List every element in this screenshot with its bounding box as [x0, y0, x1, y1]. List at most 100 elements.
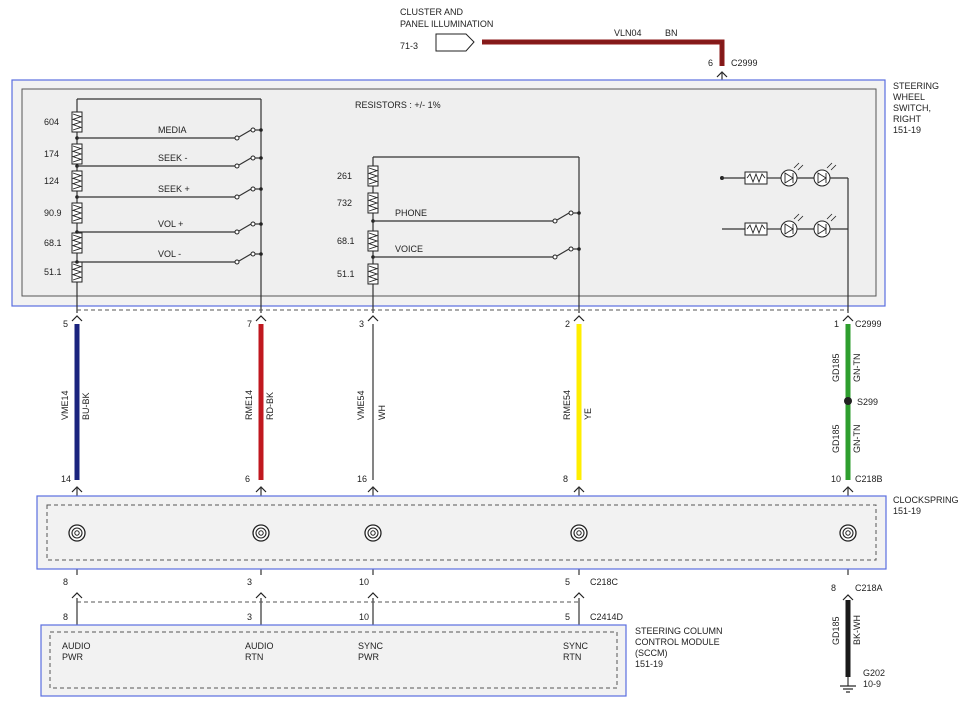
- wire-circuit: VME54: [356, 390, 366, 420]
- clockspring-coil-icon: [570, 524, 588, 542]
- ground-conn-c218a: C218A: [855, 583, 883, 593]
- wire-circuit: VME14: [60, 390, 70, 420]
- switch-module-label-3: SWITCH,: [893, 103, 931, 113]
- source-connector-icon: [435, 33, 475, 52]
- right-switch-label: PHONE: [395, 208, 427, 218]
- wire-color-code: RD-BK: [265, 392, 275, 420]
- switch-label: VOL +: [158, 219, 183, 229]
- switch-label: SEEK +: [158, 184, 190, 194]
- sccm-pin-label-2: PWR: [62, 652, 83, 662]
- pin-clock: 14: [61, 474, 71, 484]
- sccm-label-2: CONTROL MODULE: [635, 637, 720, 647]
- sccm-pin-label-2: PWR: [358, 652, 379, 662]
- sccm-pin-label-1: SYNC: [358, 641, 384, 651]
- switch-label: MEDIA: [158, 125, 187, 135]
- ground-pin-clock: 10: [831, 474, 841, 484]
- switch-module-label-4: RIGHT: [893, 114, 922, 124]
- clockspring-coils: [68, 524, 857, 542]
- switch-module-inner: [21, 88, 877, 297]
- ground-circuit-c: GD185: [831, 616, 841, 645]
- ground-label: G202: [863, 668, 885, 678]
- resistors-note: RESISTORS : +/- 1%: [355, 100, 441, 110]
- left-resistor-value: 90.9: [44, 208, 62, 218]
- left-resistor-value: 51.1: [44, 267, 62, 277]
- pin-top: 5: [63, 319, 68, 329]
- sccm-pin-label-2: RTN: [245, 652, 263, 662]
- switch-0: [77, 127, 263, 141]
- sccm-pin-label-2: RTN: [563, 652, 581, 662]
- switch-3: [77, 221, 263, 235]
- pin-clock: 8: [563, 474, 568, 484]
- clockspring-coil-icon: [364, 524, 382, 542]
- pin-top: 2: [565, 319, 570, 329]
- switch-module-label-2: WHEEL: [893, 92, 925, 102]
- wire-color-code: YE: [583, 408, 593, 420]
- left-resistor-value: 604: [44, 117, 59, 127]
- ground-pin-top: 1: [834, 319, 839, 329]
- ground-ref: 10-9: [863, 679, 881, 689]
- sccm-pin-label-1: SYNC: [563, 641, 589, 651]
- pin-clock: 16: [357, 474, 367, 484]
- pin-c218c: 3: [247, 577, 252, 587]
- pin-sccm: 10: [359, 612, 369, 622]
- clockspring-coil-icon: [839, 524, 857, 542]
- pin-sccm: 8: [63, 612, 68, 622]
- pin-top: 3: [359, 319, 364, 329]
- pin-sccm: 3: [247, 612, 252, 622]
- pin-clock: 6: [245, 474, 250, 484]
- illum-wire-circuit: VLN04: [614, 28, 642, 38]
- pin-c218c: 10: [359, 577, 369, 587]
- right-resistor-value: 261: [337, 171, 352, 181]
- switch-2: [77, 186, 263, 200]
- switch-4: [77, 251, 263, 265]
- clockspring-inner: [46, 504, 877, 561]
- right-resistor-value: 68.1: [337, 236, 355, 246]
- sccm-pin-label-1: AUDIO: [245, 641, 274, 651]
- wire-circuit: RME54: [562, 390, 572, 420]
- ground-color-c: BK-WH: [852, 615, 862, 645]
- c2414d-label: C2414D: [590, 612, 624, 622]
- source-label-line2: PANEL ILLUMINATION: [400, 19, 493, 29]
- left-resistor-value: 124: [44, 176, 59, 186]
- source-ref: 71-3: [400, 41, 418, 51]
- top-connector-name: C2999: [731, 58, 758, 68]
- switch-1: [77, 155, 263, 169]
- clockspring-coil-icon: [68, 524, 86, 542]
- sccm-pin-label-1: AUDIO: [62, 641, 91, 651]
- ground-conn-clock: C218B: [855, 474, 883, 484]
- clockspring-box: [36, 495, 887, 570]
- right-resistor-ladder: 261 732 68.1 51.1 PHONE VOICE: [337, 165, 581, 285]
- left-resistor-value: 174: [44, 149, 59, 159]
- led-branches: [720, 162, 849, 313]
- ground-pin-c218a: 8: [831, 583, 836, 593]
- sccm-ref: 151-19: [635, 659, 663, 669]
- sccm-label-1: STEERING COLUMN: [635, 626, 723, 636]
- switch-label: SEEK -: [158, 153, 188, 163]
- pin-sccm: 5: [565, 612, 570, 622]
- pin-c218c: 5: [565, 577, 570, 587]
- right-switch-label: VOICE: [395, 244, 423, 254]
- right-resistor-value: 732: [337, 198, 352, 208]
- sccm-box: [40, 624, 627, 697]
- ground-wire-group: 1 C2999 S299 GD185 GN-TN GD185 GN-TN 10 …: [831, 315, 885, 693]
- ground-circuit-a: GD185: [831, 353, 841, 382]
- switch-label: VOL -: [158, 249, 181, 259]
- right-switch-1: [373, 246, 581, 260]
- illum-wire: [482, 39, 725, 66]
- ground-color-a: GN-TN: [852, 354, 862, 383]
- clockspring-name: CLOCKSPRING: [893, 495, 959, 505]
- right-switch-0: [373, 210, 581, 224]
- pin-top: 7: [247, 319, 252, 329]
- splice-node: [844, 397, 852, 405]
- illum-wire-color-code: BN: [665, 28, 678, 38]
- ground-circuit-b: GD185: [831, 424, 841, 453]
- clockspring-ref: 151-19: [893, 506, 921, 516]
- right-resistor-value: 51.1: [337, 269, 355, 279]
- c218c-label: C218C: [590, 577, 619, 587]
